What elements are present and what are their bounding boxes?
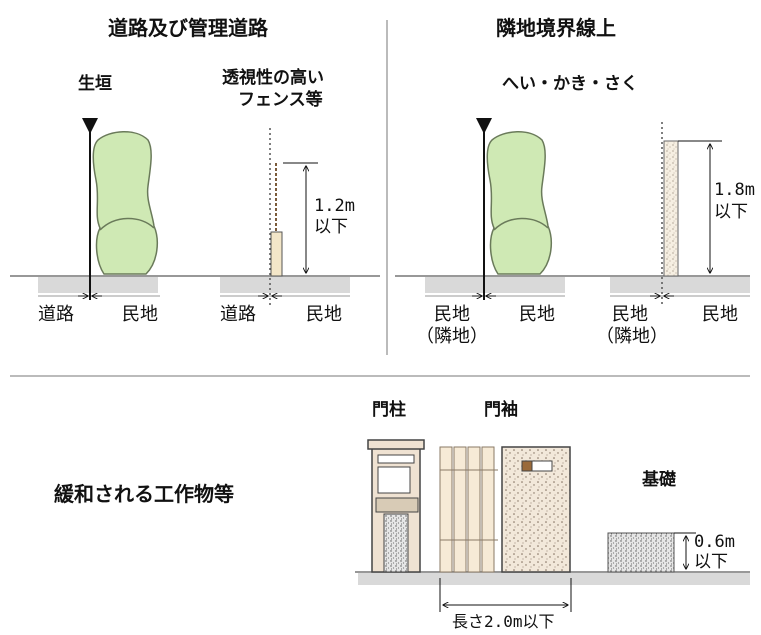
foundation-block <box>607 532 675 573</box>
boundary-marker-left-a <box>82 118 98 134</box>
neighbor-land-paren-b: （隣地） <box>596 326 668 347</box>
gate-wing-wall <box>501 446 571 573</box>
neighbor-land-label-a: 民地 <box>434 304 470 325</box>
private-land-label-b: 民地 <box>306 304 342 325</box>
right-ground <box>395 275 750 297</box>
gate-wing-label: 門袖 <box>484 400 518 420</box>
left-ground <box>10 275 380 297</box>
hedge-right <box>486 131 553 275</box>
hedge-left <box>92 131 159 275</box>
foundation-height-limit: 以下 <box>694 552 728 572</box>
wall-height-value: 1.8m <box>714 180 755 200</box>
wall-label: へい・かき・さく <box>502 74 638 94</box>
fence-height-value: 1.2m <box>314 196 355 216</box>
right-section-title: 隣地境界線上 <box>496 16 616 40</box>
boundary-marker-right-a <box>476 118 492 134</box>
gate-slats <box>439 446 498 573</box>
fence-height-limit: 以下 <box>314 217 348 237</box>
road-label-b: 道路 <box>220 304 256 325</box>
gate-pillar <box>367 439 425 573</box>
fence-left <box>270 163 283 277</box>
private-land-label-c: 民地 <box>519 304 555 325</box>
wall-height-limit: 以下 <box>714 202 748 222</box>
neighbor-land-label-b: 民地 <box>612 304 648 325</box>
hedge-label: 生垣 <box>78 74 112 94</box>
gate-pillar-label: 門柱 <box>372 400 406 420</box>
height-dim-right <box>678 140 722 273</box>
left-section-title: 道路及び管理道路 <box>108 16 268 40</box>
private-land-label-d: 民地 <box>702 304 738 325</box>
height-dim-left <box>283 162 318 273</box>
bottom-section-title: 緩和される工作物等 <box>54 482 234 506</box>
length-limit-label: 長さ2.0m以下 <box>452 612 555 631</box>
foundation-label: 基礎 <box>642 470 676 490</box>
fence-label-line2: フェンス等 <box>238 90 323 110</box>
wall-right <box>663 140 679 277</box>
road-label-a: 道路 <box>38 304 74 325</box>
private-land-label-a: 民地 <box>122 304 158 325</box>
foundation-height-value: 0.6m <box>694 532 735 552</box>
length-dim <box>439 578 572 612</box>
fence-label-line1: 透視性の高い <box>222 68 324 88</box>
foundation-height-dim <box>674 532 696 569</box>
neighbor-land-paren-a: （隣地） <box>416 326 488 347</box>
bottom-ground <box>355 571 750 585</box>
